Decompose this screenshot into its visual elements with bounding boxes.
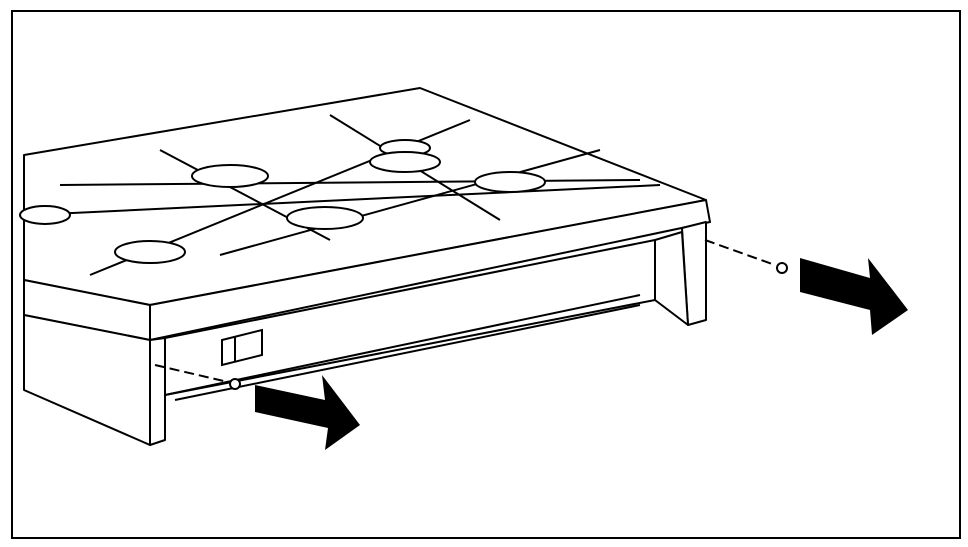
- left-arrow-icon: [255, 375, 360, 450]
- burner: [191, 164, 269, 188]
- right-leg-side: [654, 231, 689, 326]
- cooktop: [23, 87, 711, 446]
- right-arrow-icon: [800, 258, 908, 335]
- junction-box: [221, 328, 263, 367]
- grate-divider: [219, 149, 601, 256]
- burner: [286, 206, 364, 230]
- screws: [154, 239, 788, 390]
- burners: [19, 139, 546, 264]
- screw-icon: [776, 262, 788, 274]
- screw-path-right: [704, 239, 776, 266]
- burner: [114, 240, 186, 264]
- screw-path-left: [154, 364, 229, 383]
- bottom-rail-lower: [174, 304, 641, 401]
- left-leg: [149, 337, 166, 446]
- burner: [19, 205, 71, 225]
- screw-icon: [229, 378, 241, 390]
- bottom-rail: [164, 294, 641, 396]
- burner: [474, 171, 546, 193]
- grate-line: [29, 184, 661, 216]
- burner: [369, 151, 441, 173]
